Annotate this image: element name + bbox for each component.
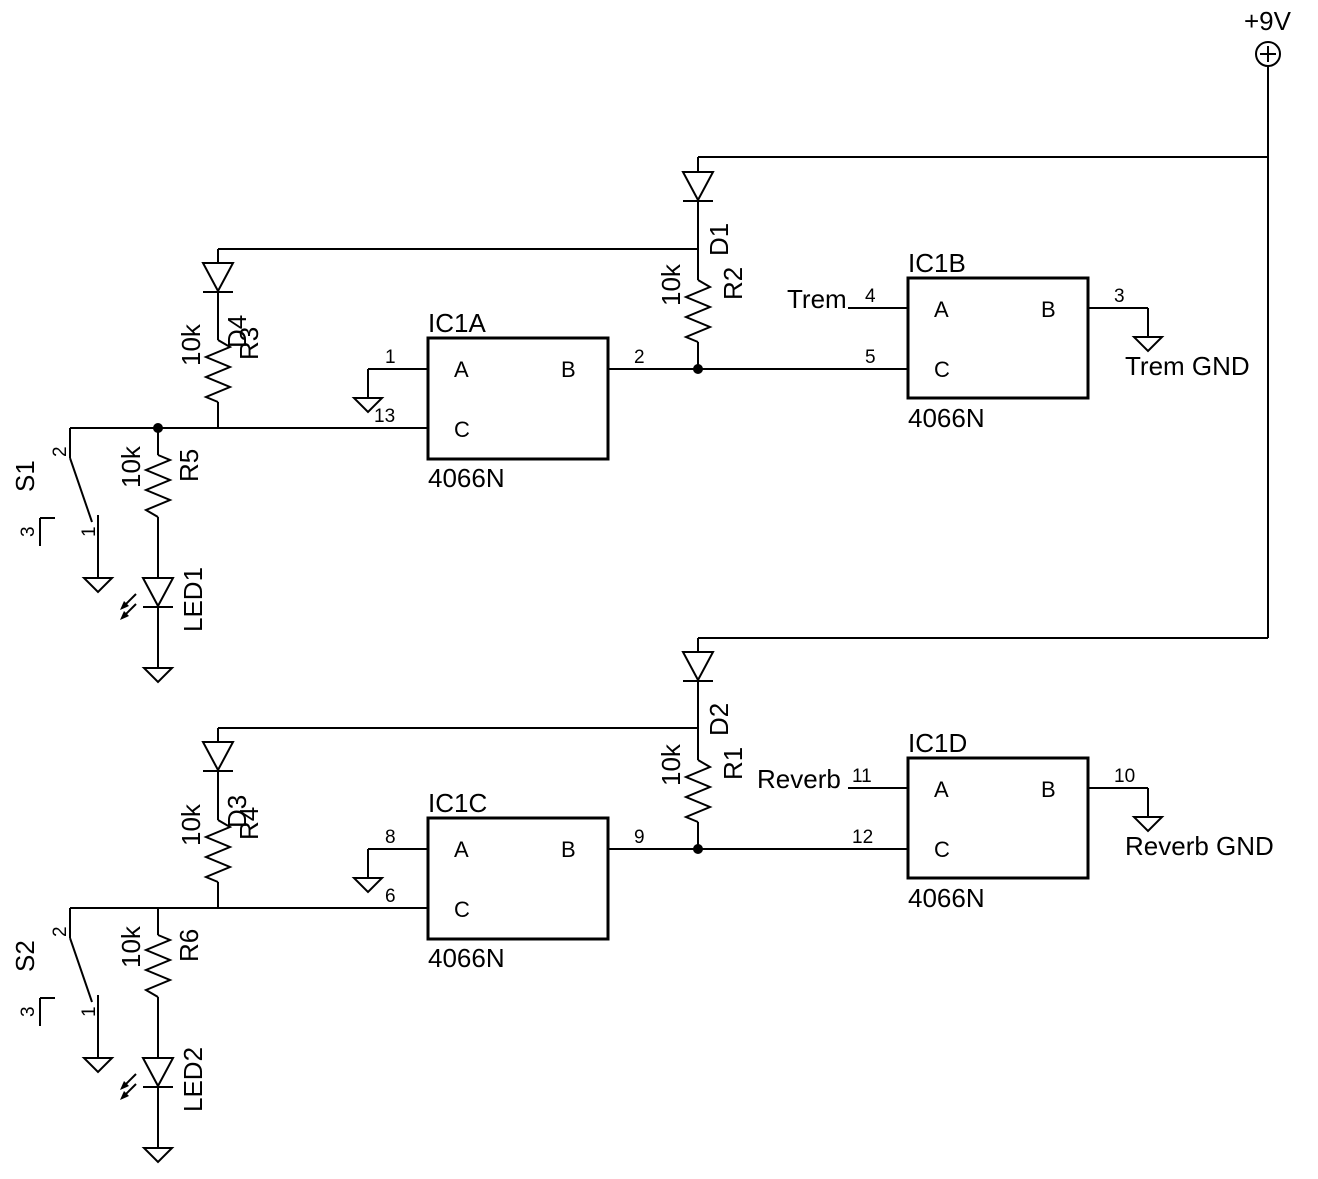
ic1a-pin13-num: 13: [374, 406, 395, 427]
resistor-r1-value: 10k: [656, 743, 686, 786]
resistor-r5: [143, 428, 173, 578]
diode-d3-ref: D3: [222, 795, 252, 828]
diode-d4: [201, 249, 235, 340]
ic1b-pin-a: A: [934, 297, 949, 322]
net-reverb: Reverb: [757, 764, 841, 794]
ic1d-pin-b: B: [1041, 777, 1056, 802]
led-led1-ref: LED1: [178, 567, 208, 632]
ic1d-pin-a: A: [934, 777, 949, 802]
ic1c-pin-a: A: [454, 837, 469, 862]
ic1a-ref: IC1A: [428, 308, 486, 338]
diode-d2: [681, 638, 715, 760]
net-trem-gnd: Trem GND: [1125, 351, 1250, 381]
switch-s1-pin2: 2: [50, 446, 71, 457]
ic1a-pin-c: C: [454, 417, 470, 442]
resistor-r2: [683, 279, 713, 369]
ic1d-pin10-num: 10: [1114, 766, 1135, 787]
ic1b-body: [906, 276, 1090, 400]
switch-s1-ref: S1: [10, 460, 40, 492]
ic1b-pin3-num: 3: [1114, 286, 1125, 307]
switch-s2-pin1: 1: [79, 1006, 100, 1017]
led-led2-ref: LED2: [178, 1047, 208, 1112]
resistor-r3-value: 10k: [176, 323, 206, 366]
diode-d1-ref: D1: [704, 223, 734, 256]
resistor-r6: [143, 908, 173, 1058]
ground-trem: [1131, 308, 1165, 353]
diode-d3: [201, 728, 235, 820]
ic1c-pin6-num: 6: [385, 886, 396, 907]
switch-s2-ref: S2: [10, 940, 40, 972]
supply-symbol: [1255, 41, 1281, 67]
ic1a-pin-a: A: [454, 357, 469, 382]
led-led2: [120, 1057, 175, 1164]
diode-d2-ref: D2: [704, 703, 734, 736]
resistor-r2-value: 10k: [656, 263, 686, 306]
diode-d4-ref: D4: [222, 315, 252, 348]
ic1c-pin-c: C: [454, 897, 470, 922]
ic1c-pin8-num: 8: [385, 827, 396, 848]
resistor-r3: [203, 339, 233, 428]
switch-s2: [39, 908, 115, 1074]
supply-rail: [698, 66, 1269, 639]
ic1c-part: 4066N: [428, 943, 505, 973]
switch-s1-pin1: 1: [79, 526, 100, 537]
resistor-r4: [203, 819, 233, 908]
switch-s1-pin3: 3: [18, 526, 39, 537]
resistor-r4-value: 10k: [176, 803, 206, 846]
led-led1: [120, 577, 175, 684]
ic1d-part: 4066N: [908, 883, 985, 913]
switch-s1: [39, 428, 115, 594]
net-reverb-gnd: Reverb GND: [1125, 831, 1274, 861]
ground-ic1c-pin8: [351, 849, 385, 894]
ic1a-pin2-num: 2: [634, 347, 645, 368]
ground-ic1a-pin1: [351, 369, 385, 414]
resistor-r6-value: 10k: [116, 925, 146, 968]
ic1b-pin4-num: 4: [865, 286, 876, 307]
ic1d-pin-c: C: [934, 837, 950, 862]
ic1b-ref: IC1B: [908, 248, 966, 278]
resistor-r4-ref: R4: [234, 807, 264, 840]
ground-reverb: [1131, 788, 1165, 833]
resistor-r6-ref: R6: [174, 929, 204, 962]
ic1d-pin11-num: 11: [852, 766, 872, 787]
ic1a-pin-b: B: [561, 357, 576, 382]
net-trem: Trem: [787, 284, 847, 314]
switch-s2-pin2: 2: [50, 926, 71, 937]
resistor-r5-ref: R5: [174, 449, 204, 482]
switch-s2-pin3: 3: [18, 1006, 39, 1017]
ic1d-ref: IC1D: [908, 728, 967, 758]
ic1a-part: 4066N: [428, 463, 505, 493]
ic1d-body: [906, 756, 1090, 880]
ic1a-pin1-num: 1: [385, 347, 396, 368]
ic1b-pin5-num: 5: [865, 347, 876, 368]
ic1c-pin-b: B: [561, 837, 576, 862]
ic1c-body: [426, 816, 610, 941]
ic1d-pin12-num: 12: [852, 827, 873, 848]
resistor-r5-value: 10k: [116, 445, 146, 488]
ic1b-pin-c: C: [934, 357, 950, 382]
ic1c-ref: IC1C: [428, 788, 487, 818]
resistor-r3-ref: R3: [234, 327, 264, 360]
supply-label: +9V: [1244, 6, 1292, 36]
resistor-r1: [683, 759, 713, 849]
ic1b-pin-b: B: [1041, 297, 1056, 322]
ic1b-part: 4066N: [908, 403, 985, 433]
ic1a-body: [426, 336, 610, 461]
resistor-r1-ref: R1: [718, 747, 748, 780]
diode-d1: [681, 157, 715, 280]
ic1c-pin9-num: 9: [634, 827, 645, 848]
resistor-r2-ref: R2: [718, 267, 748, 300]
